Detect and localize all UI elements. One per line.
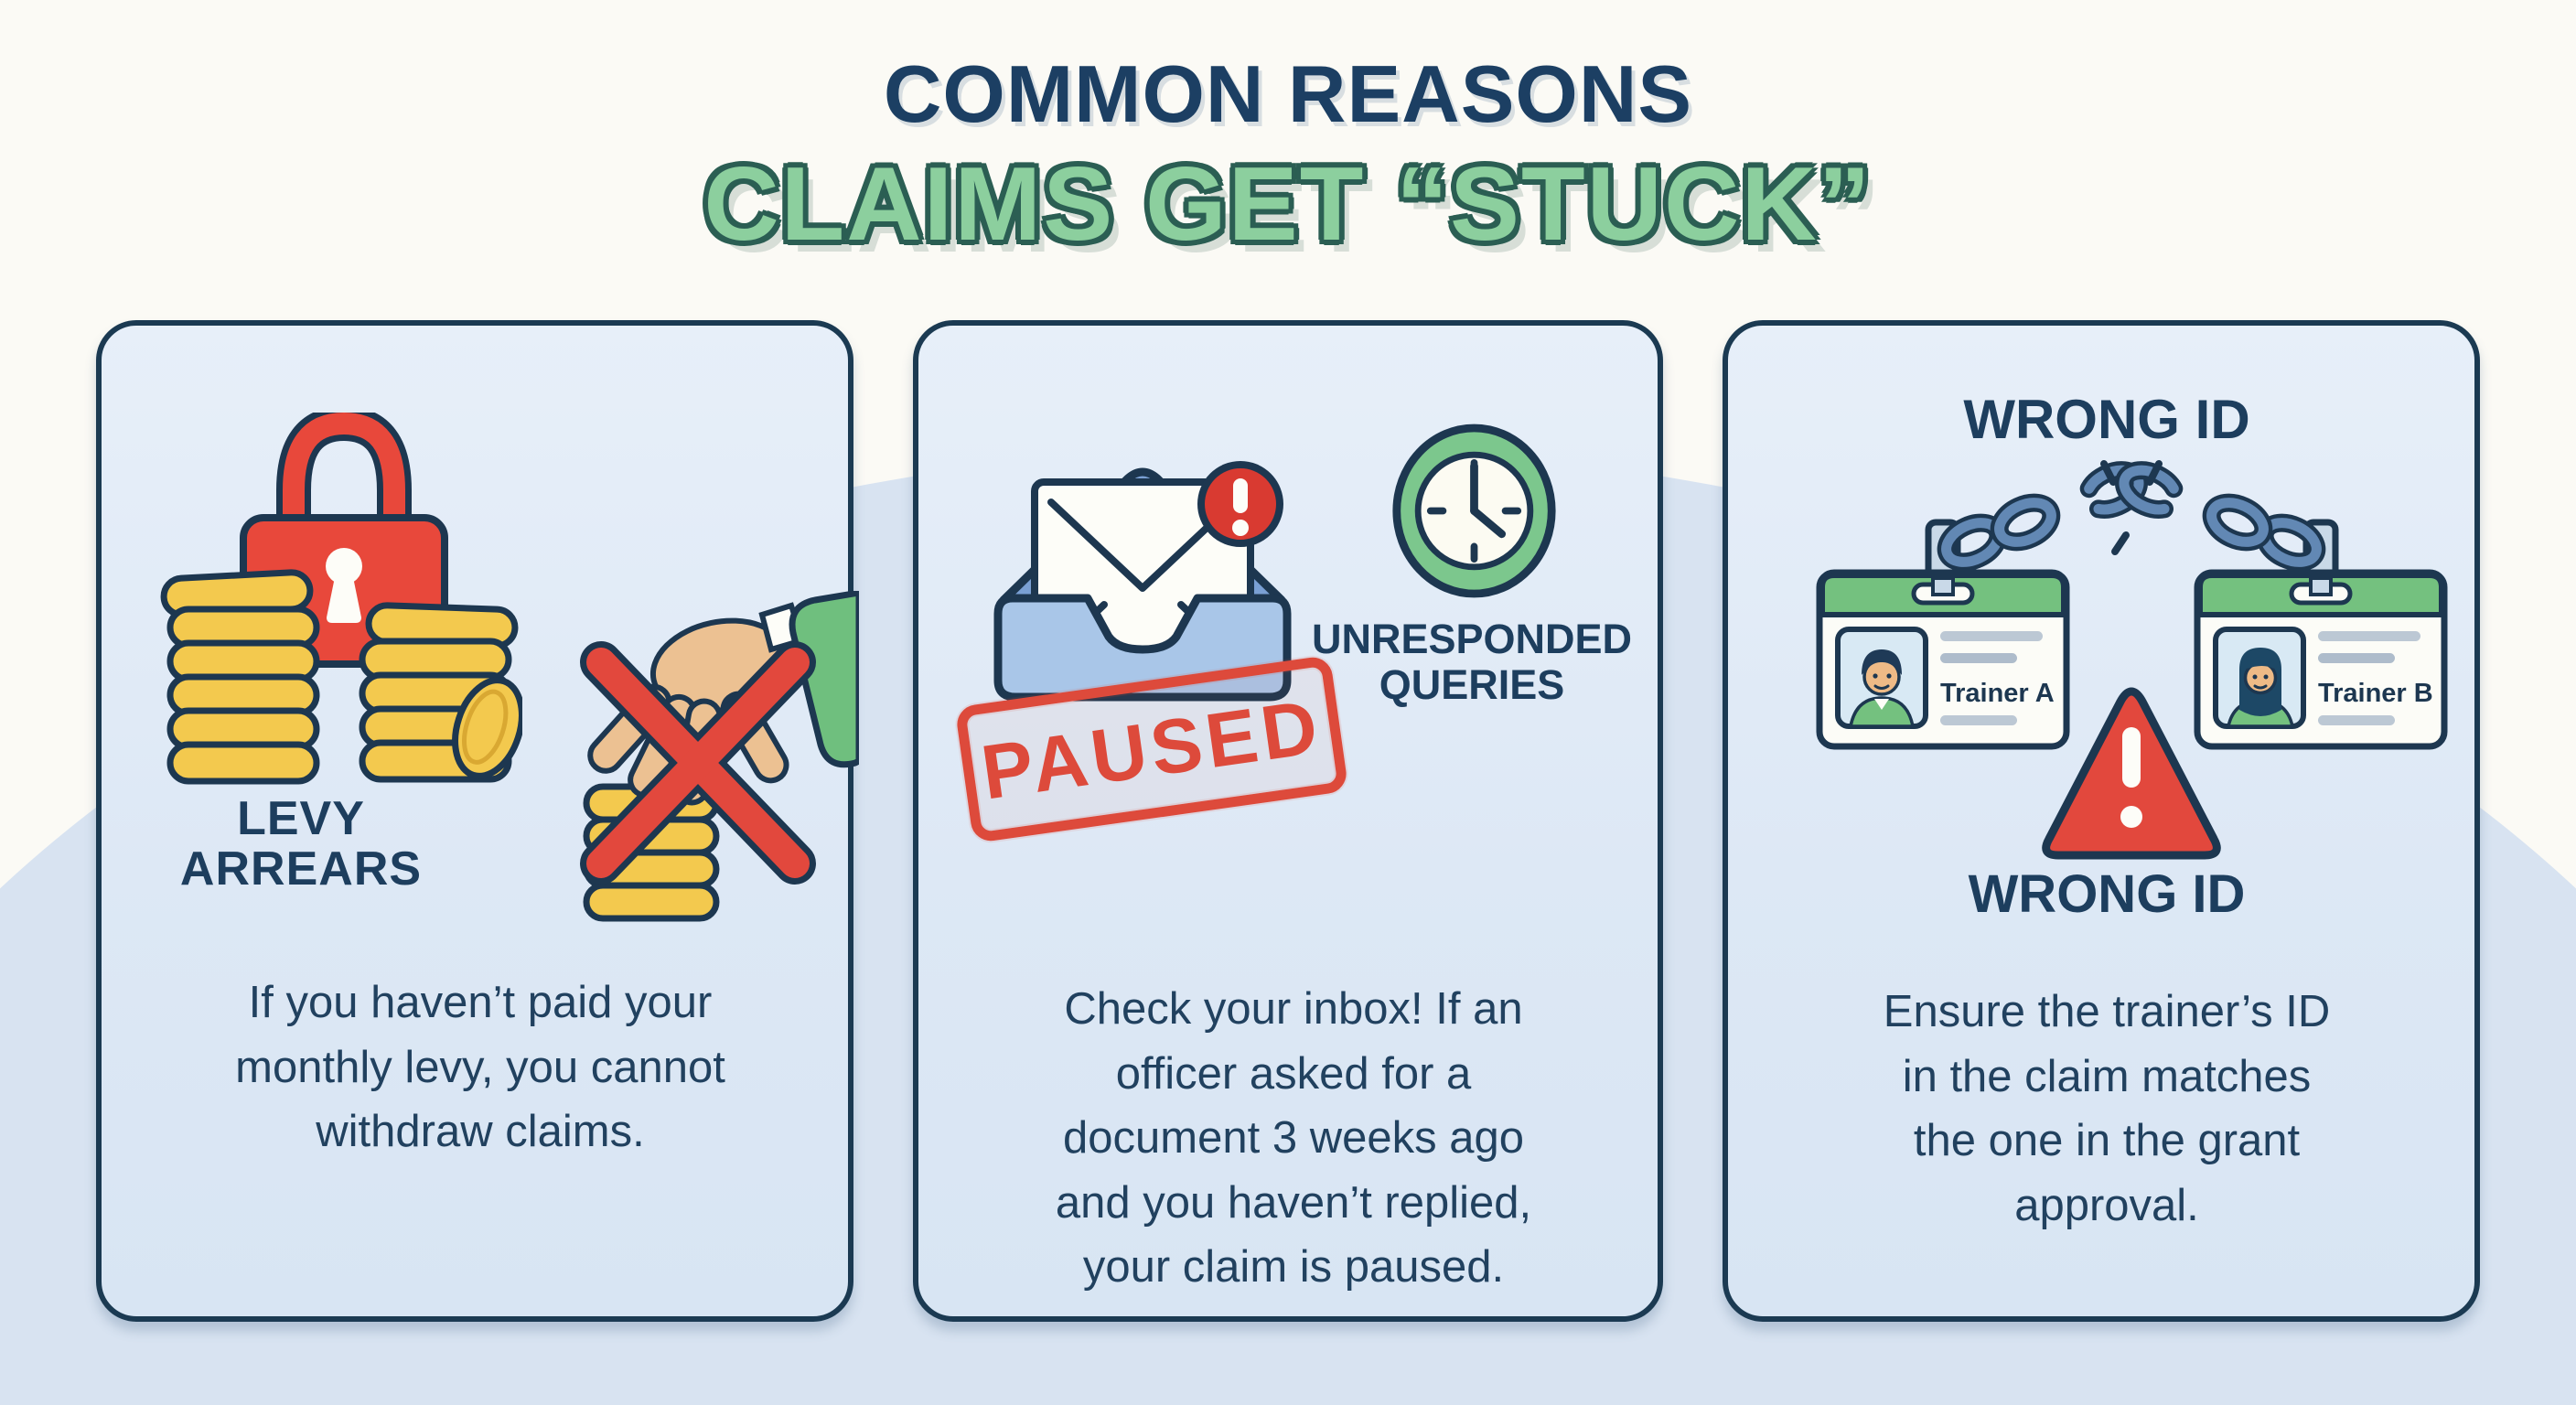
break-spark-icon	[2100, 460, 2163, 555]
card-levy-arrears: LEVY ARREARS If you haven’t paid your mo…	[96, 320, 859, 1322]
paused-stamp-label: PAUSED	[976, 681, 1327, 816]
avatar-female	[2226, 648, 2295, 728]
id-badge-trainer-b: Trainer B	[2194, 569, 2448, 750]
card-heading-wrong-id-bottom: WRONG ID	[1968, 864, 2246, 924]
card-body-levy-arrears: If you haven’t paid your monthly levy, y…	[235, 978, 725, 1157]
avatar-male	[1848, 649, 1916, 728]
padlock-coins-icon	[160, 413, 522, 785]
badge-a-label: Trainer A	[1940, 679, 2055, 708]
clock-icon	[1392, 424, 1556, 598]
card-body-wrong-id: Ensure the trainer’s ID in the claim mat…	[1883, 987, 2331, 1230]
warning-triangle-icon	[2042, 687, 2221, 860]
hand-grabbing-coins-icon	[580, 591, 859, 922]
broken-chain-icon	[1937, 460, 2326, 572]
card-heading-levy-arrears: LEVY ARREARS	[179, 792, 423, 896]
open-envelope-icon	[993, 461, 1292, 702]
badge-b-label: Trainer B	[2318, 679, 2433, 708]
card-wrong-id: WRONG ID	[1723, 320, 2480, 1322]
sub-title: CLAIMS GET “STUCK”	[703, 146, 1873, 263]
card-unresponded-queries: UNRESPONDED QUERIES PAUSED Check your in…	[913, 320, 1663, 1322]
card-body-unresponded-queries: Check your inbox! If an officer asked fo…	[1055, 984, 1532, 1292]
id-badge-trainer-a: Trainer A	[1816, 569, 2070, 750]
broken-chain-badges-icon: Trainer A	[1816, 460, 2448, 860]
card-heading-wrong-id-top: WRONG ID	[1963, 389, 2250, 450]
card-heading-unresponded-queries: UNRESPONDED QUERIES	[1311, 616, 1633, 709]
main-title: COMMON REASONS	[883, 48, 1693, 139]
